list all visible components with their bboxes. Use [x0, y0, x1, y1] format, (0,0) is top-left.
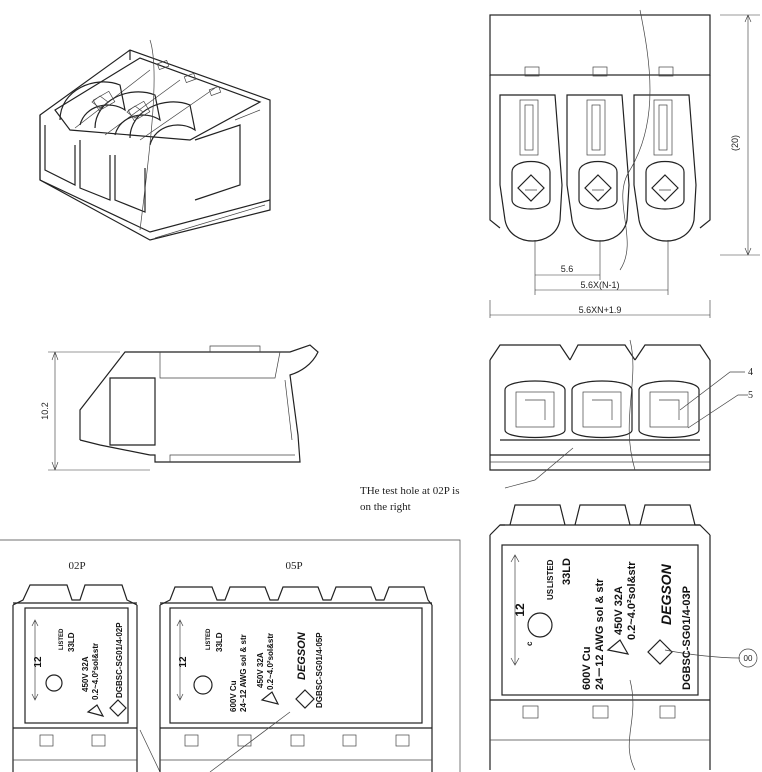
- p02-rating3: 450V 32A: [81, 656, 90, 692]
- big-strip-length: 12: [513, 603, 527, 617]
- p05-listed: LISTED: [206, 628, 212, 650]
- test-hole-note-line1: THe test hole at 02P is: [360, 485, 460, 497]
- p05-rating3: 450V 32A: [256, 652, 265, 688]
- side-view: [48, 344, 319, 471]
- big-model: DGBSC-SG01/4-03P: [681, 586, 693, 690]
- p05-strip-length: 12: [178, 656, 189, 668]
- variant-02p-view: [12, 584, 161, 772]
- big-c-mark: c: [525, 641, 534, 646]
- callout-00: 00: [744, 654, 753, 663]
- variant-panel-frame: [0, 539, 461, 772]
- p05-code: 33LD: [215, 632, 224, 652]
- dim-pitch: 5.6: [561, 264, 574, 274]
- callout-5: 5: [748, 390, 753, 401]
- dim-side-height: 10.2: [40, 402, 50, 420]
- isometric-view: [39, 39, 271, 241]
- big-rating1: 600V Cu: [581, 647, 593, 690]
- variant-05p-view: [159, 586, 433, 772]
- p02-listed: LISTED: [59, 628, 65, 650]
- big-code: 33LD: [561, 558, 573, 585]
- p02-strip-length: 12: [33, 656, 44, 668]
- dim-overall-height: (20): [730, 135, 740, 151]
- dim-width-total: 5.6XN+1.9: [579, 305, 622, 315]
- p05-rating1: 600V Cu: [229, 680, 238, 712]
- labeled-top-view: [489, 504, 758, 771]
- p05-rating2: 24~12 AWG sol & str: [239, 634, 248, 712]
- big-rating3: 450V 32A: [613, 586, 625, 635]
- variant-05p-title: 05P: [285, 560, 302, 572]
- p05-rating4: 0.2~4.0²sol&str: [266, 633, 275, 690]
- big-listed: LISTED: [546, 559, 555, 588]
- p02-rating4: 0.2~4.0²sol&str: [91, 643, 100, 700]
- bottom-view: [489, 339, 748, 489]
- big-rating2: 24－12 AWG sol & str: [594, 578, 606, 690]
- p02-code: 33LD: [67, 632, 76, 652]
- p02-model: DGBSC-SG01/4-02P: [115, 622, 124, 698]
- p05-model: DGBSC-SG01/4-05P: [315, 632, 324, 708]
- big-rating4: 0.2~4.0²sol&str: [626, 561, 638, 640]
- variant-02p-title: 02P: [68, 560, 85, 572]
- big-brand: DEGSON: [658, 563, 674, 625]
- big-us-mark: US: [546, 588, 555, 600]
- front-view: [489, 9, 760, 318]
- p05-brand: DEGSON: [296, 631, 308, 680]
- dim-pitch-total: 5.6X(N-1): [580, 280, 619, 290]
- callout-4: 4: [748, 367, 753, 378]
- test-hole-note-line2: on the right: [360, 501, 411, 513]
